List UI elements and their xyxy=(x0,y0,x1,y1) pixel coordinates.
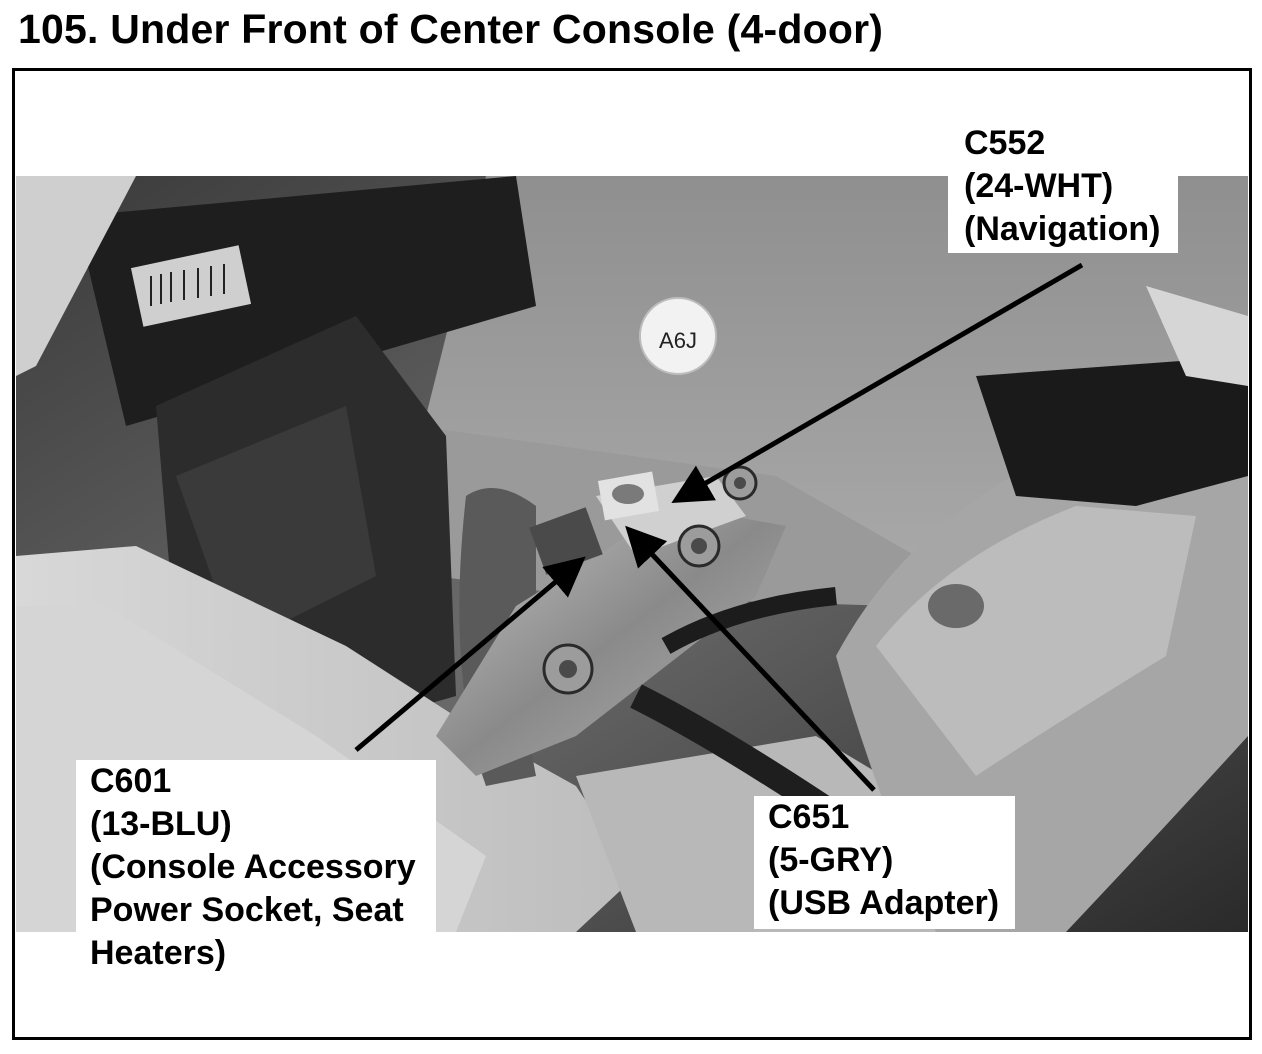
callout-c601-desc-line3: Heaters) xyxy=(90,934,227,972)
callout-c601-desc-line2: Power Socket, Seat xyxy=(90,891,404,929)
callout-c601-desc-line1: (Console Accessory xyxy=(90,848,416,886)
callout-c601-spec: (13-BLU) xyxy=(90,805,232,843)
callout-c651-desc: (USB Adapter) xyxy=(768,884,1000,922)
page-title: 105. Under Front of Center Console (4-do… xyxy=(18,6,884,52)
callout-c601-id: C601 xyxy=(90,762,172,800)
callout-c651-spec: (5-GRY) xyxy=(768,841,894,879)
callout-c651: C651 (5-GRY) (USB Adapter) xyxy=(754,796,1016,929)
photo-badge-label: A6J xyxy=(659,328,697,353)
callout-c552-spec: (24-WHT) xyxy=(964,167,1114,205)
callout-c552-id: C552 xyxy=(964,124,1046,162)
callout-c601: C601 (13-BLU) (Console Accessory Power S… xyxy=(76,760,436,975)
callout-c651-id: C651 xyxy=(768,798,850,836)
callout-c552: C552 (24-WHT) (Navigation) xyxy=(948,122,1179,253)
callout-c552-desc: (Navigation) xyxy=(964,210,1161,248)
